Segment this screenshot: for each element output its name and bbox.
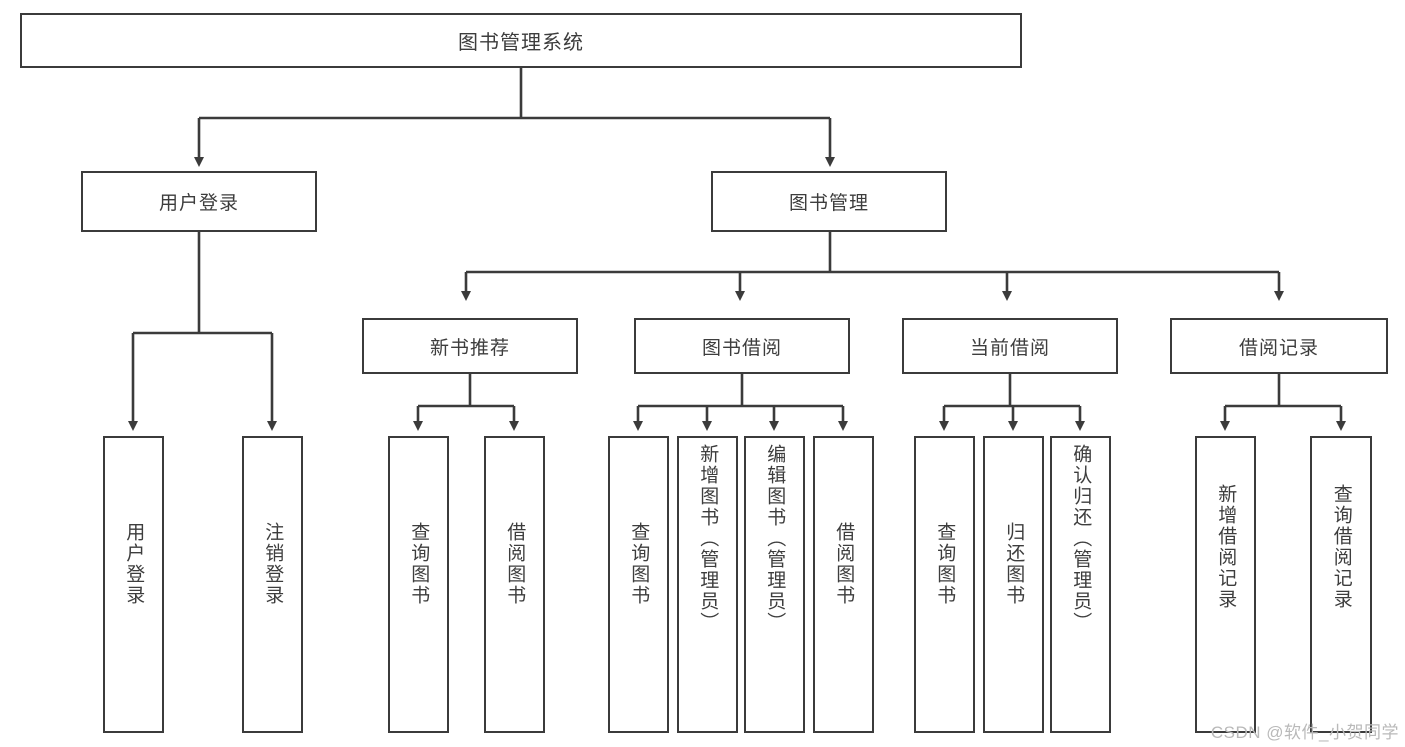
node-borrow-record[interactable]: 借阅记录 [1170, 318, 1388, 374]
leaf-query-borrow-record[interactable]: 查询借阅记录 [1310, 436, 1372, 733]
node-new-book-recommend[interactable]: 新书推荐 [362, 318, 578, 374]
node-label: 借阅图书 [504, 522, 526, 606]
node-label: 新书推荐 [429, 337, 510, 359]
node-current-borrow[interactable]: 当前借阅 [902, 318, 1118, 374]
leaf-add-borrow-record[interactable]: 新增借阅记录 [1195, 436, 1256, 733]
node-label: 图书借阅 [701, 337, 782, 359]
leaf-borrow-book-recommend[interactable]: 借阅图书 [484, 436, 545, 733]
node-book-borrow[interactable]: 图书借阅 [634, 318, 850, 374]
node-root-system[interactable]: 图书管理系统 [20, 13, 1022, 68]
node-label: 查询借阅记录 [1330, 484, 1352, 610]
node-label: 新增图书（管理员） [697, 444, 719, 633]
node-label: 用户登录 [158, 193, 239, 214]
node-label: 确认归还（管理员） [1070, 444, 1092, 633]
leaf-confirm-return-admin[interactable]: 确认归还（管理员） [1050, 436, 1111, 733]
node-label: 图书管理系统 [458, 32, 584, 54]
leaf-return-book[interactable]: 归还图书 [983, 436, 1044, 733]
node-label: 用户登录 [123, 522, 145, 606]
node-label: 查询图书 [408, 522, 430, 606]
leaf-logout[interactable]: 注销登录 [242, 436, 303, 733]
leaf-borrow-book[interactable]: 借阅图书 [813, 436, 874, 733]
leaf-add-book-admin[interactable]: 新增图书（管理员） [677, 436, 738, 733]
node-label: 归还图书 [1003, 522, 1025, 606]
leaf-user-login[interactable]: 用户登录 [103, 436, 164, 733]
node-user-login[interactable]: 用户登录 [81, 171, 317, 232]
node-label: 借阅记录 [1238, 337, 1319, 359]
node-label: 编辑图书（管理员） [764, 444, 786, 633]
leaf-edit-book-admin[interactable]: 编辑图书（管理员） [744, 436, 805, 733]
leaf-query-book-current[interactable]: 查询图书 [914, 436, 975, 733]
node-label: 查询图书 [934, 522, 956, 606]
node-label: 借阅图书 [833, 522, 855, 606]
node-label: 新增借阅记录 [1215, 484, 1237, 610]
node-label: 注销登录 [262, 522, 284, 606]
node-label: 图书管理 [788, 193, 869, 214]
node-label: 当前借阅 [969, 337, 1050, 359]
node-book-management[interactable]: 图书管理 [711, 171, 947, 232]
leaf-query-book-recommend[interactable]: 查询图书 [388, 436, 449, 733]
node-label: 查询图书 [628, 522, 650, 606]
leaf-query-book-borrow[interactable]: 查询图书 [608, 436, 669, 733]
watermark-text: CSDN @软件_小贺同学 [1210, 723, 1399, 742]
